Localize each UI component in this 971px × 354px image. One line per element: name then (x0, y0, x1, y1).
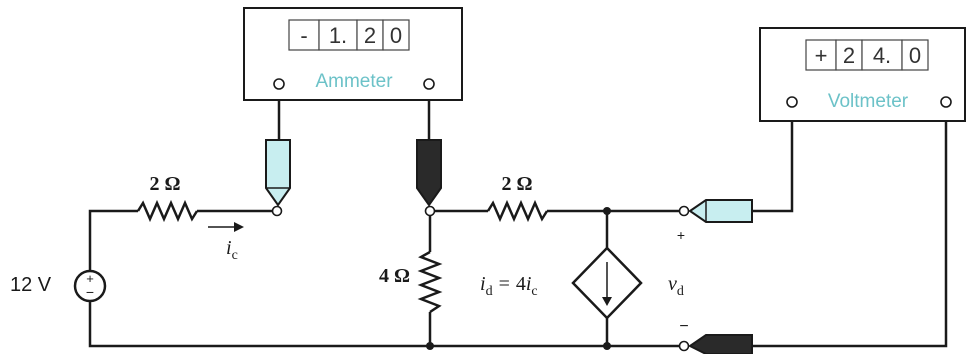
resistor-4ohm (417, 250, 443, 314)
resistor-left-2ohm (136, 199, 199, 223)
current-arrow-icon (234, 222, 244, 232)
voltmeter-digit-3: 0 (909, 43, 921, 68)
ammeter-digit-1: 1. (329, 23, 347, 48)
wire-left-top (88, 209, 138, 272)
dependent-current-source (571, 246, 643, 320)
node-dot-right-top (603, 207, 611, 215)
voltage-source-12v: + − (73, 269, 107, 303)
ammeter-terminal-left (273, 78, 285, 90)
terminal-ammeter-left-node (271, 205, 283, 217)
node-dot-mid-bottom (426, 342, 434, 350)
voltmeter-terminal-minus (940, 96, 952, 108)
voltmeter-digit-2: 4. (873, 43, 891, 68)
vd-minus: − (679, 318, 688, 335)
voltmeter: + 2 4. 0 Voltmeter (759, 27, 966, 122)
voltmeter-digit-sign: + (815, 43, 828, 68)
source-plus: + (86, 271, 94, 286)
ammeter: - 1. 2 0 Ammeter (243, 7, 463, 101)
current-label-ic: ic (226, 237, 238, 263)
wire-left-bottom (88, 300, 680, 348)
voltmeter-lead-minus (752, 104, 948, 348)
vd-plus: + (677, 227, 685, 243)
ammeter-digit-2: 2 (364, 23, 376, 48)
ammeter-display (288, 19, 410, 51)
voltmeter-terminal-plus (786, 96, 798, 108)
resistor-4ohm-label: 4 Ω (379, 265, 410, 287)
source-minus: − (86, 284, 94, 300)
resistor-mid-2ohm (486, 199, 549, 223)
vd-label: vd (668, 273, 684, 299)
ammeter-terminal-right (423, 78, 435, 90)
resistor-mid-label: 2 Ω (501, 173, 532, 195)
voltmeter-lead-plus (752, 104, 794, 213)
voltmeter-display (805, 39, 929, 71)
voltmeter-probe-cyan (688, 199, 753, 223)
node-dot-right-bottom (603, 342, 611, 350)
nodes (271, 205, 690, 352)
terminal-ammeter-right-node (424, 205, 436, 217)
ammeter-probe-black (416, 139, 442, 207)
resistor-left-label: 2 Ω (149, 173, 180, 195)
wires (88, 88, 948, 348)
ammeter-digit-sign: - (300, 23, 307, 48)
ammeter-digit-3: 0 (390, 23, 402, 48)
terminal-vd-minus (678, 340, 690, 352)
terminal-vd-plus (678, 205, 690, 217)
ammeter-label: Ammeter (315, 71, 393, 92)
source-value-label: 12 V (10, 274, 52, 296)
voltmeter-probe-black (688, 334, 753, 354)
voltmeter-digit-1: 2 (843, 43, 855, 68)
ammeter-probe-cyan (265, 139, 291, 207)
dep-source-equation: id=4ic (480, 273, 538, 299)
dep-source-arrow-icon (602, 297, 612, 306)
voltmeter-label: Voltmeter (828, 91, 909, 112)
